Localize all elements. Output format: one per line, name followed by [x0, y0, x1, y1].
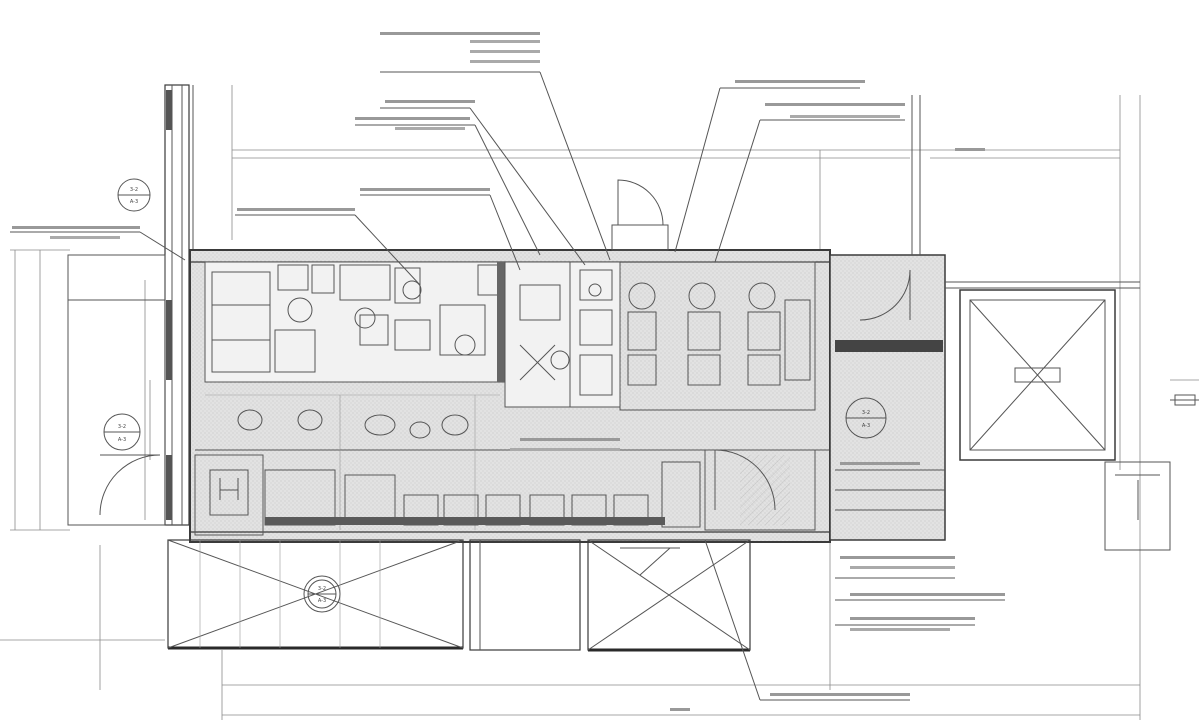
section-tag-2-bottom: A-3 — [118, 437, 126, 443]
section-tag-4: 3-2 A-3 — [307, 579, 337, 609]
section-tag-1-bottom: A-3 — [130, 199, 138, 205]
service-block — [504, 261, 621, 408]
left-adjacent-room — [39, 250, 166, 530]
annotation-marks — [12, 32, 1005, 711]
section-tag-4-top: 3-2 — [318, 586, 326, 592]
section-tag-3-top: 3-2 — [862, 410, 870, 416]
grid-markers — [1170, 394, 1199, 406]
section-tag-2-top: 3-2 — [118, 424, 126, 430]
kitchen-rooms — [204, 261, 506, 383]
elevator-shaft — [945, 281, 1171, 551]
left-column-strip — [164, 84, 194, 526]
counter-seating — [194, 454, 701, 536]
section-tag-2: 3-2 A-3 — [103, 413, 141, 451]
right-vestibule — [829, 95, 946, 541]
section-tag-1: 3-2 A-3 — [117, 178, 151, 212]
section-tag-3-bottom: A-3 — [862, 423, 870, 429]
lower-bays — [167, 539, 751, 652]
top-door — [611, 179, 669, 251]
leader-lines — [10, 71, 1005, 701]
dining-area — [619, 261, 816, 411]
entrance-zone — [704, 449, 816, 531]
section-tag-3: 3-2 A-3 — [845, 397, 887, 439]
section-tag-4-bottom: A-3 — [318, 598, 326, 604]
section-tag-1-top: 3-2 — [130, 187, 138, 193]
